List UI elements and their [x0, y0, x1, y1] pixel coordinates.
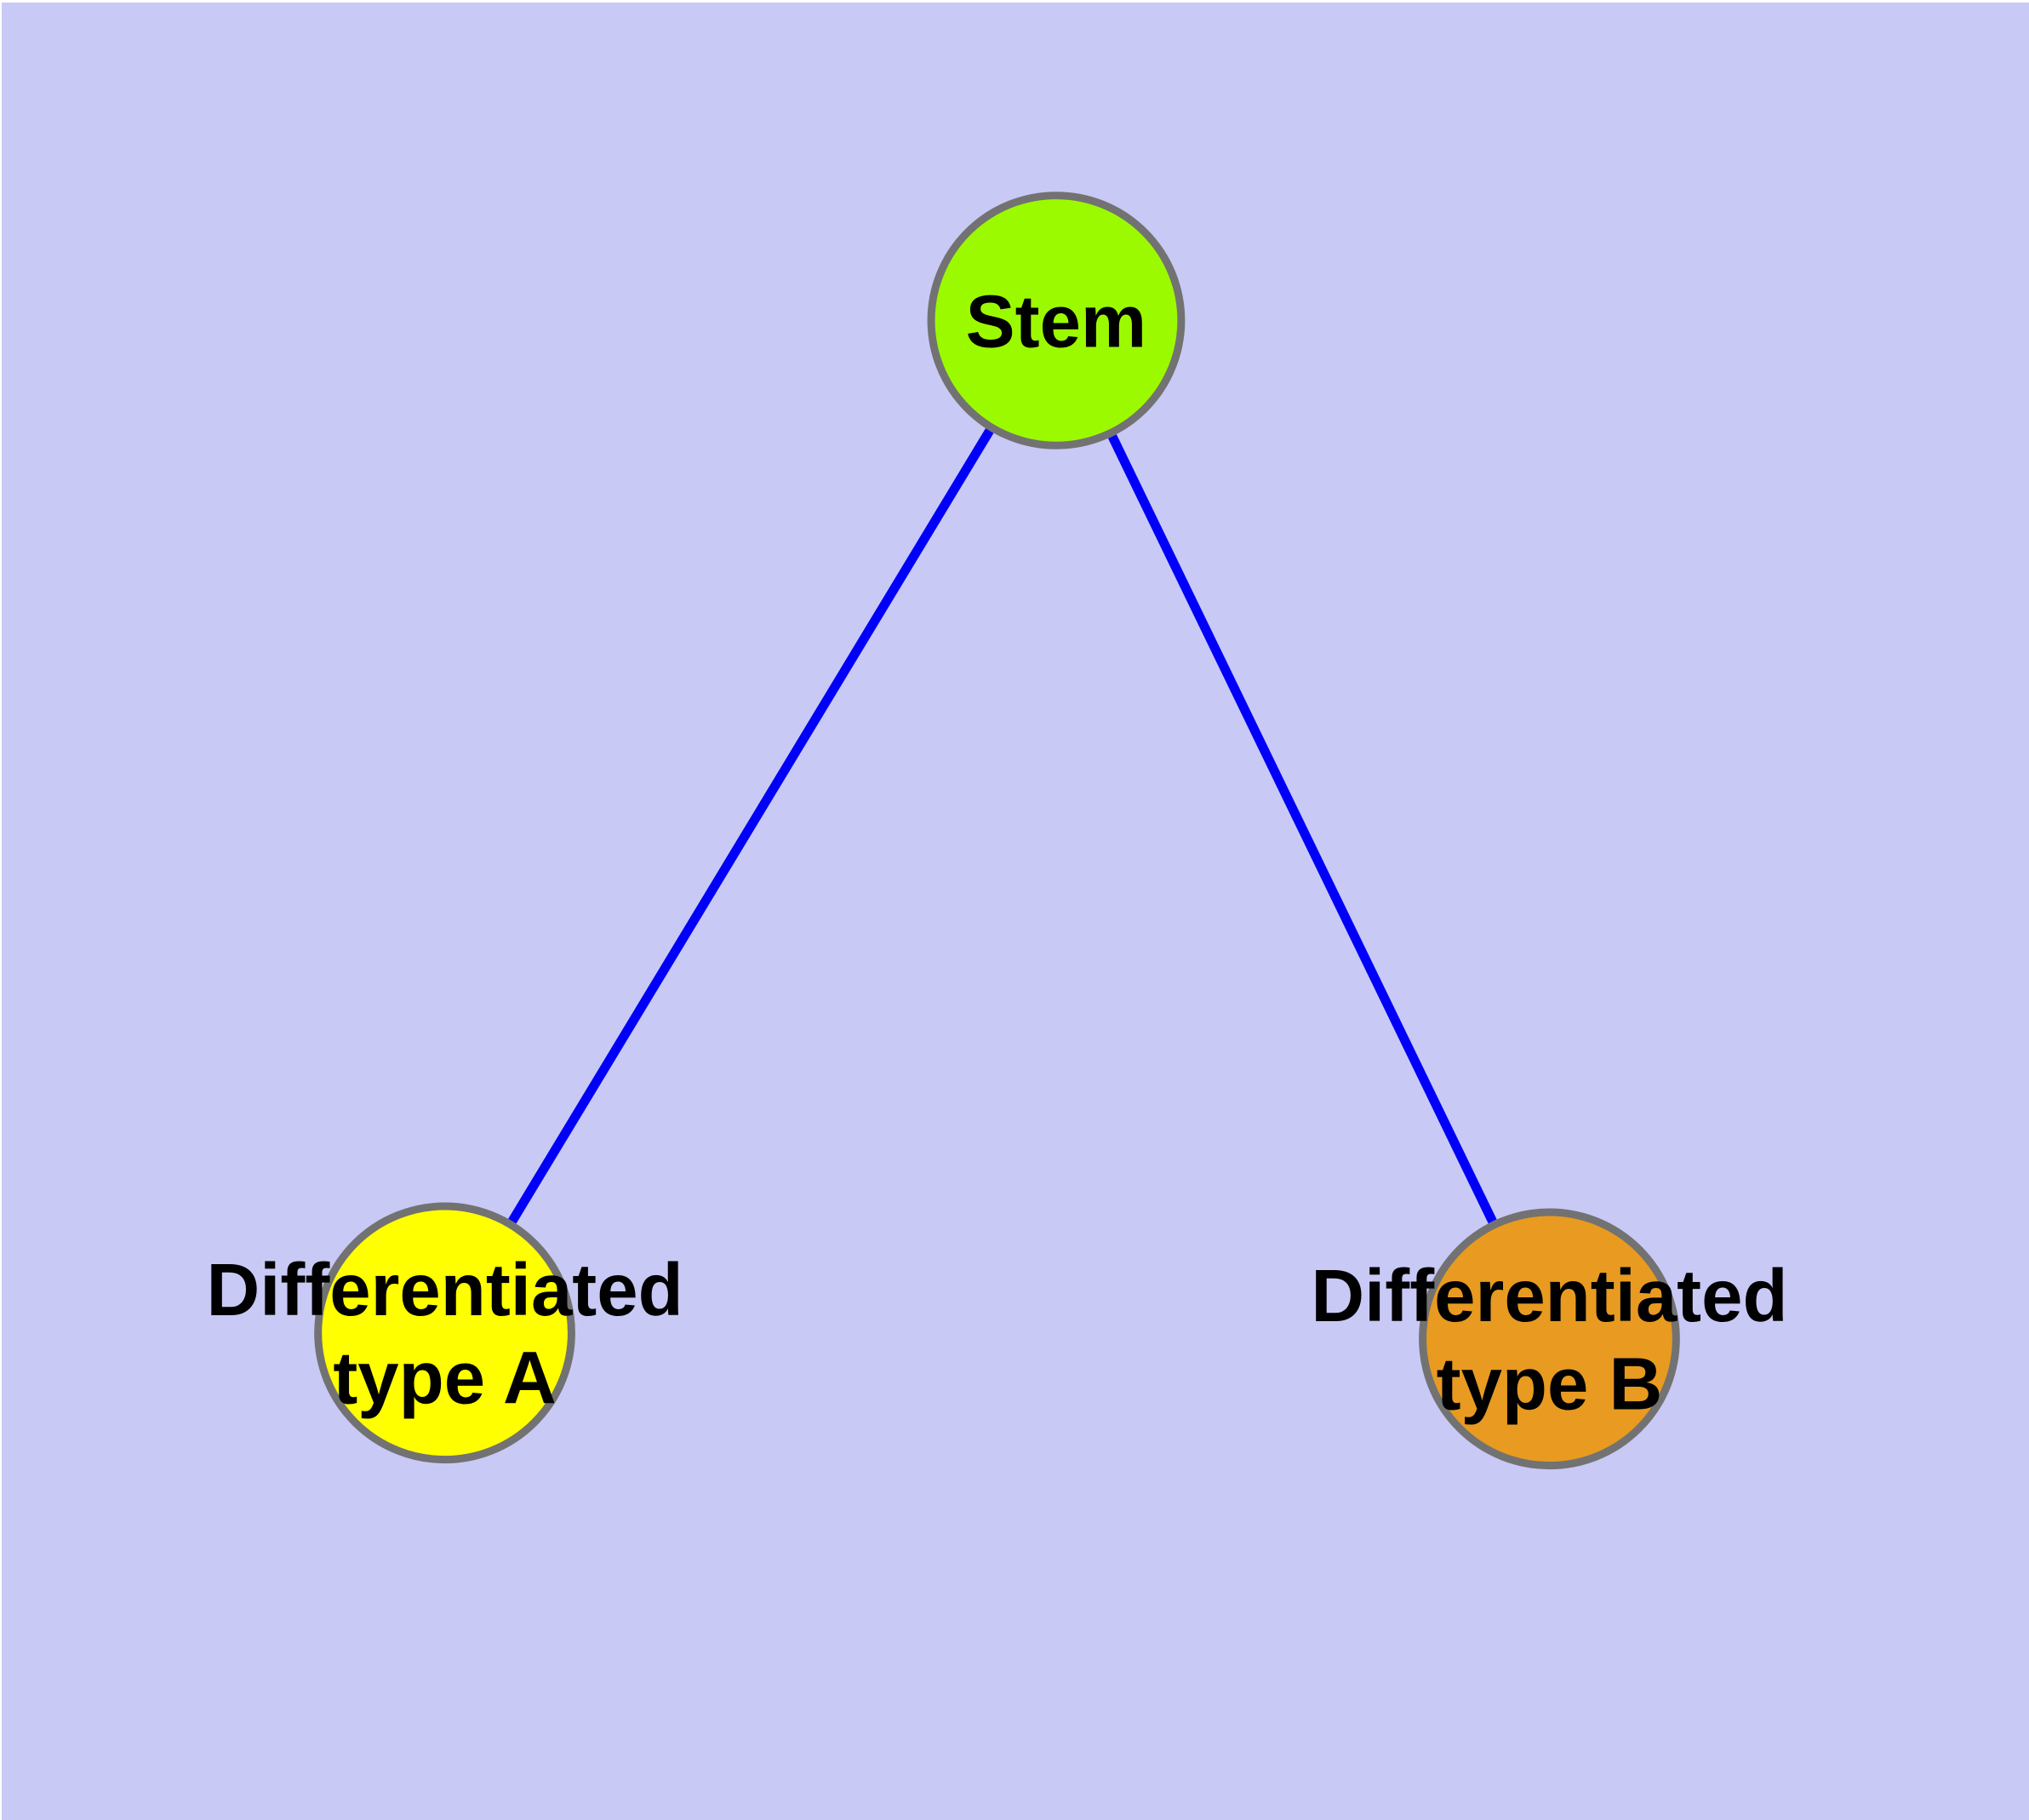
- edge-stem-typeA: [508, 428, 994, 1224]
- node-label-line: Differentiated: [1311, 1255, 1787, 1337]
- node-circle-typeB: [1419, 1208, 1680, 1470]
- node-label-stem: Stem: [966, 280, 1147, 363]
- node-circle-typeA: [314, 1202, 575, 1464]
- edge-stem-typeB: [1107, 434, 1497, 1224]
- node-label-line: Stem: [966, 280, 1147, 363]
- node-circle-stem: [927, 192, 1186, 449]
- node-label-line: Differentiated: [206, 1249, 683, 1331]
- node-label-line: type B: [1437, 1343, 1663, 1426]
- node-label-line: type A: [333, 1337, 556, 1420]
